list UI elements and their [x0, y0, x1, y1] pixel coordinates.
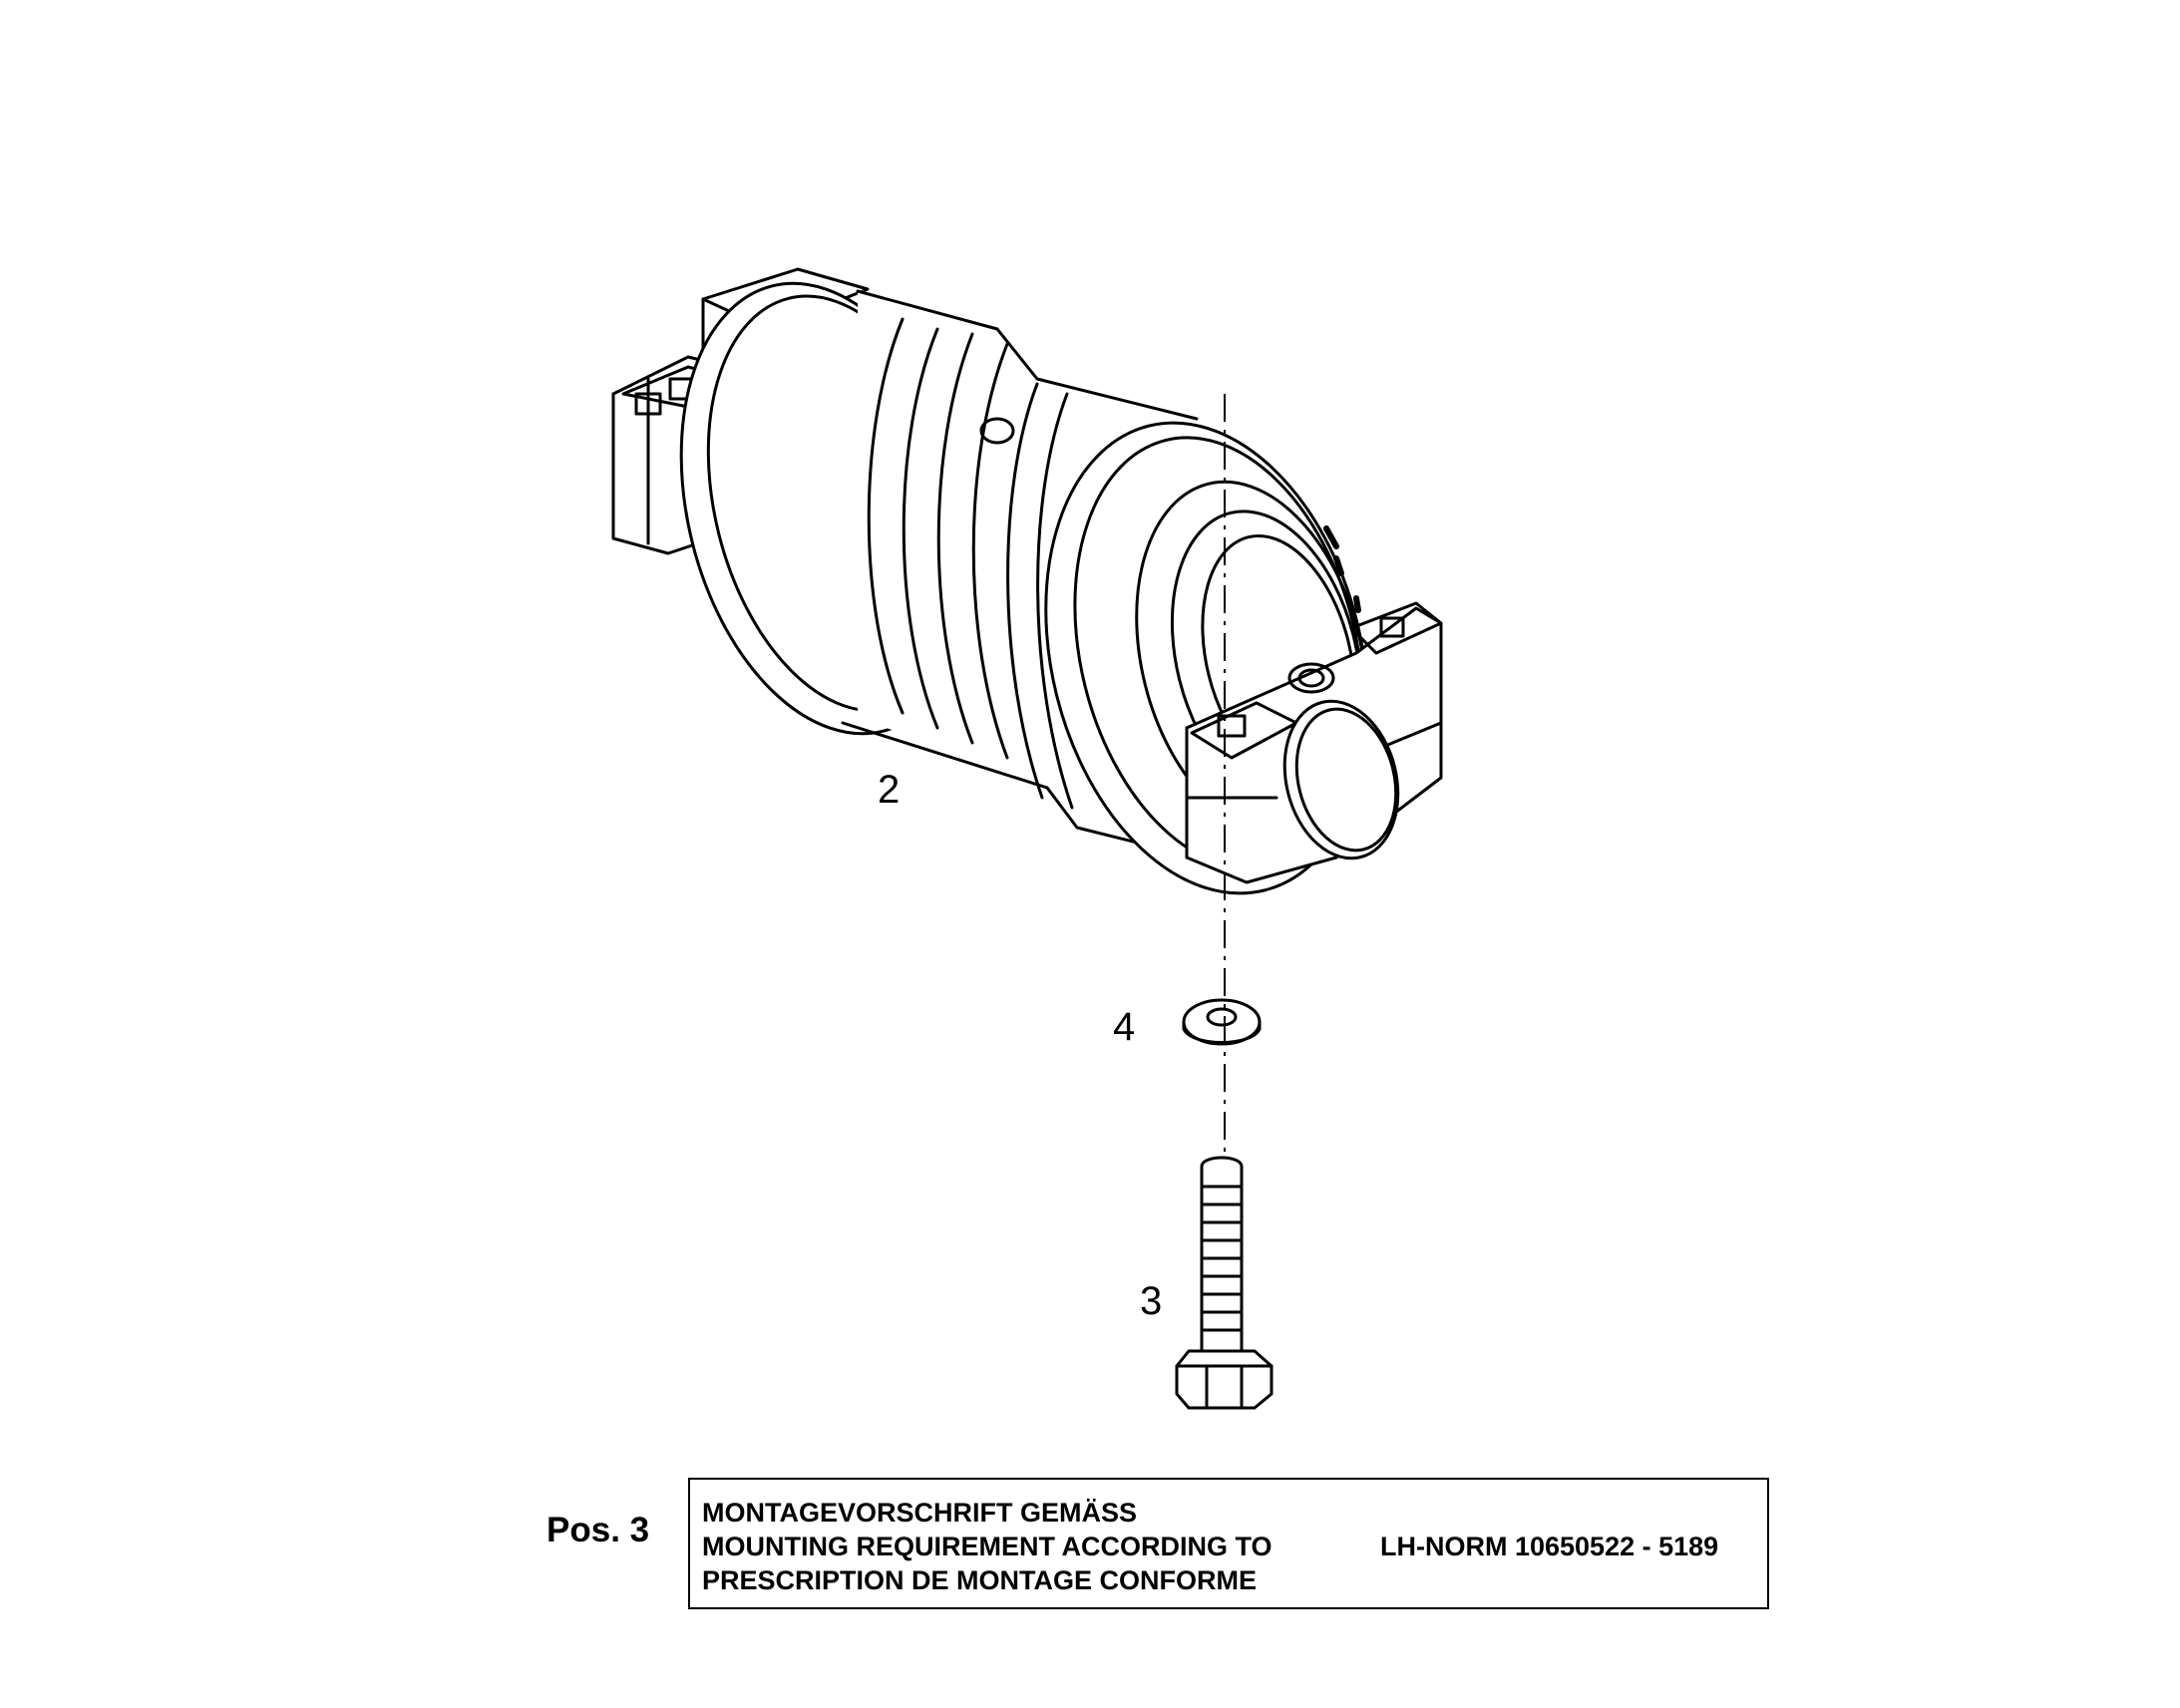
track-roller	[611, 267, 1443, 895]
norm-reference: LH-NORM 10650522 - 5189	[1380, 1532, 1719, 1561]
note-line-en: MOUNTING REQUIREMENT ACCORDING TO	[702, 1532, 1272, 1561]
note-line-de: MONTAGEVORSCHRIFT GEMÄSS	[702, 1498, 1138, 1528]
position-label: Pos. 3	[546, 1511, 650, 1549]
mounting-note-box: MONTAGEVORSCHRIFT GEMÄSS MOUNTING REQUIR…	[688, 1478, 1769, 1609]
hex-bolt	[1175, 1156, 1273, 1410]
callout-roller: 2	[878, 768, 901, 812]
right-mounting-bracket	[1185, 601, 1443, 884]
note-line-fr: PRESCRIPTION DE MONTAGE CONFORME	[702, 1565, 1258, 1595]
callout-washer: 4	[1113, 1005, 1136, 1049]
callout-bolt: 3	[1140, 1279, 1163, 1323]
washer	[1182, 998, 1262, 1046]
